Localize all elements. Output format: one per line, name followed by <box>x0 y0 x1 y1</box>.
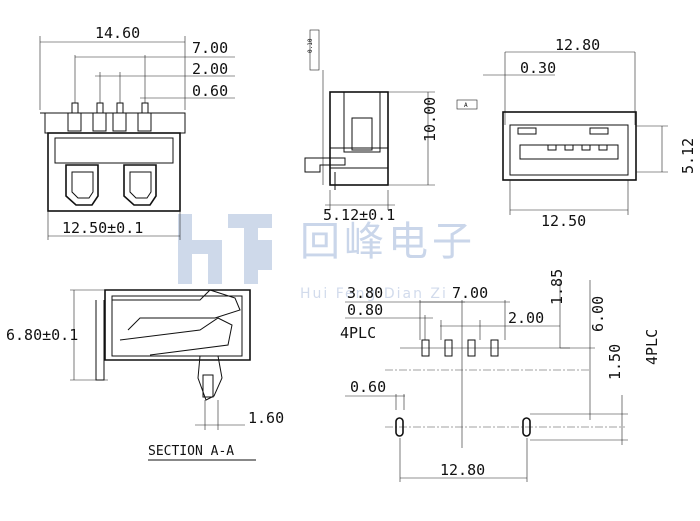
dim-pin-width: 0.60 <box>192 82 228 100</box>
section-caption: SECTION A-A <box>148 444 234 459</box>
dim-overall-width: 14.60 <box>95 24 140 42</box>
dim-end-wall: 0.30 <box>520 59 556 77</box>
front-view: 14.60 7.00 2.00 0.60 12.50±0.1 <box>39 24 235 240</box>
watermark-chinese: 回峰电子 <box>300 219 476 265</box>
section-view: 6.80±0.1 1.60 SECTION A-A <box>6 289 284 461</box>
side-tolerance-tag: 0.10 <box>307 38 314 53</box>
dim-section-height: 6.80±0.1 <box>6 326 78 344</box>
watermark: 回峰电子 Hui Feng Dian Zi <box>178 214 476 302</box>
dim-end-width: 12.80 <box>555 36 600 54</box>
dim-pitch-outer: 7.00 <box>192 39 228 57</box>
dim-pitch-inner: 2.00 <box>192 60 228 78</box>
fp-row-spacing: 6.00 <box>589 296 607 332</box>
fp-slot-count: 4PLC <box>643 329 661 365</box>
dim-base-width: 12.50±0.1 <box>62 219 143 237</box>
fp-slot-width: 1.50 <box>606 344 624 380</box>
fp-pad-width: 0.80 <box>347 301 383 319</box>
end-view: 12.80 0.30 A 5.12 12.50 <box>456 36 697 230</box>
fp-pad-pitch: 2.00 <box>508 309 544 327</box>
watermark-logo <box>178 214 272 284</box>
fp-slot-pitch: 12.80 <box>440 461 485 479</box>
fp-pad-count: 4PLC <box>340 324 376 342</box>
fp-offset: 3.80 <box>347 284 383 302</box>
dim-section-tail: 1.60 <box>248 409 284 427</box>
dim-side-height: 10.00 <box>421 97 439 142</box>
dim-end-port-height: 5.12 <box>679 138 697 174</box>
fp-slot-pad: 0.60 <box>350 378 386 396</box>
side-view: 0.10 10.00 5.12±0.1 <box>304 29 439 224</box>
end-datum-tag: A <box>464 102 468 109</box>
dim-end-port-width: 12.50 <box>541 212 586 230</box>
footprint-view: 3.80 7.00 0.80 2.00 4PLC 1.85 6.00 1.50 <box>340 269 661 482</box>
fp-row-offset: 1.85 <box>548 269 566 305</box>
dim-side-depth: 5.12±0.1 <box>323 206 395 224</box>
fp-pitch: 7.00 <box>452 284 488 302</box>
watermark-english: Hui Feng Dian Zi <box>300 286 448 302</box>
